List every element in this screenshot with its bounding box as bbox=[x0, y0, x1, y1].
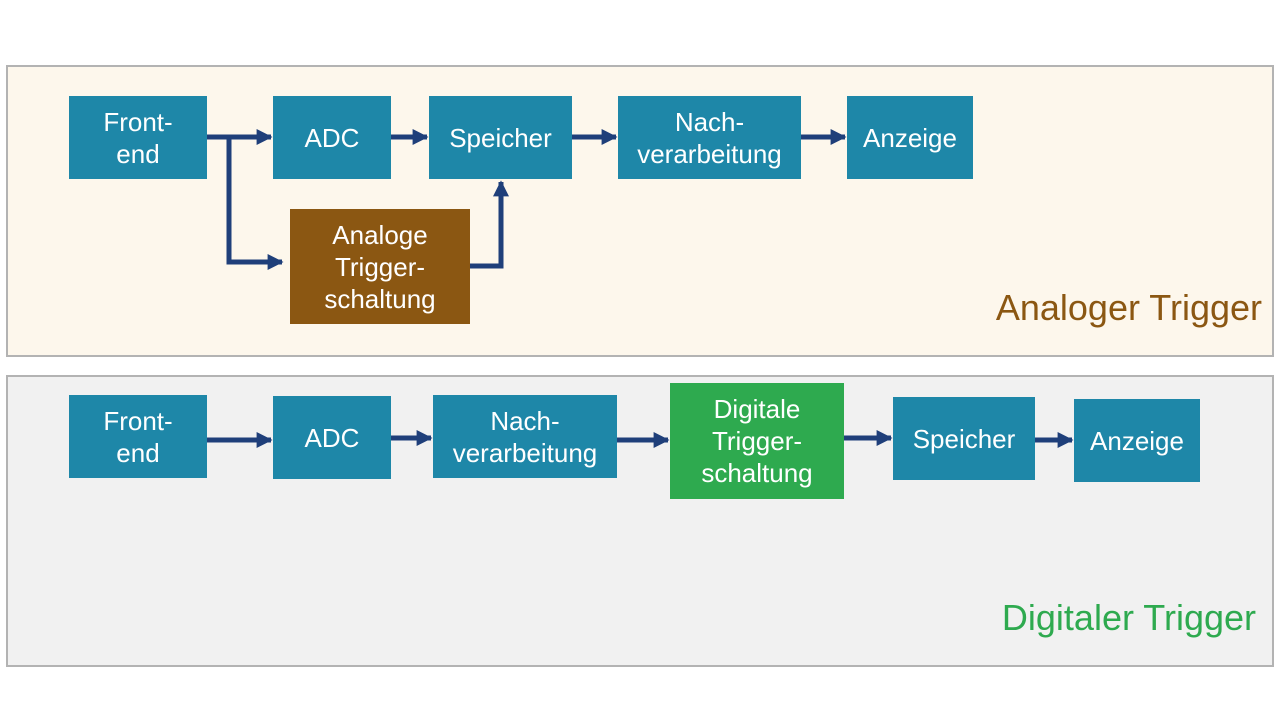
digital-adc-block: ADC bbox=[273, 396, 391, 479]
digital-trigger-panel bbox=[6, 375, 1274, 667]
analog-trigger-block: Analoge Trigger- schaltung bbox=[290, 209, 470, 324]
digital-speicher-block: Speicher bbox=[893, 397, 1035, 480]
digital-trigger-caption: Digitaler Trigger bbox=[1001, 597, 1256, 638]
analog-speicher-block: Speicher bbox=[429, 96, 572, 179]
digital-frontend-block: Front- end bbox=[69, 395, 207, 478]
digital-nachverarbeitung-block: Nach- verarbeitung bbox=[433, 395, 617, 478]
analog-adc-block: ADC bbox=[273, 96, 391, 179]
analog-frontend-block: Front- end bbox=[69, 96, 207, 179]
digital-trigger-block: Digitale Trigger- schaltung bbox=[670, 383, 844, 499]
analog-anzeige-block: Anzeige bbox=[847, 96, 973, 179]
digital-anzeige-block: Anzeige bbox=[1074, 399, 1200, 482]
analog-trigger-caption: Analoger Trigger bbox=[995, 287, 1262, 328]
analog-nachverarbeitung-block: Nach- verarbeitung bbox=[618, 96, 801, 179]
